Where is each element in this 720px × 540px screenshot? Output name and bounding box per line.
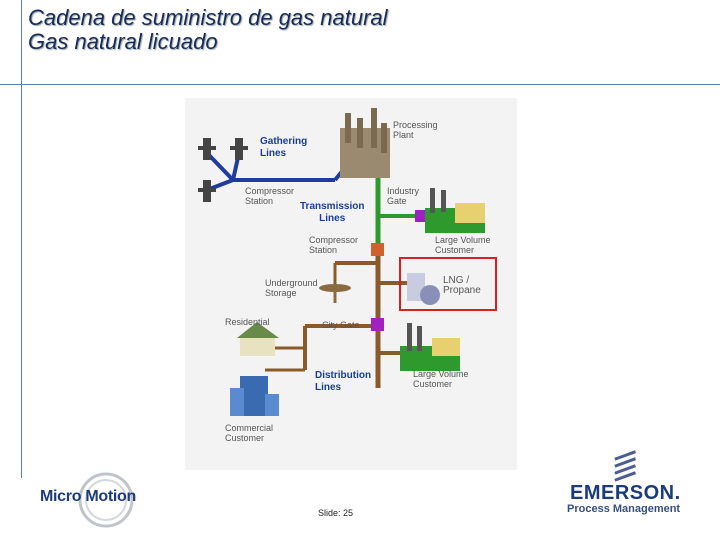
- slide-title: Cadena de suministro de gas natural Gas …: [28, 6, 388, 54]
- label-compressor-station-2: Compressor Station: [309, 235, 359, 255]
- processing-plant-icon: [340, 108, 390, 178]
- emerson-logo: EMERSON.: [570, 482, 681, 504]
- commercial-building-icon: [230, 376, 279, 416]
- compressor-node: [371, 243, 384, 256]
- label-compressor-station-1: Compressor Station: [245, 186, 295, 206]
- wellhead-icons: [198, 138, 248, 202]
- label-residential: Residential: [225, 317, 270, 327]
- emerson-logo-subtitle: Process Management: [567, 503, 681, 515]
- label-underground-storage: Underground Storage: [265, 278, 318, 298]
- micro-motion-logo: Micro Motion: [40, 488, 136, 505]
- lng-highlight-box: [399, 257, 497, 311]
- residential-house-icon: [237, 322, 279, 356]
- label-commercial-customer: Commercial Customer: [225, 423, 274, 443]
- label-lng-propane: LNG / Propane: [443, 275, 481, 296]
- large-volume-customer-2-icon: [400, 323, 460, 371]
- label-industry-gate: Industry Gate: [387, 186, 420, 206]
- title-line-1: Cadena de suministro de gas natural: [28, 5, 388, 30]
- large-volume-customer-1-icon: [425, 188, 485, 233]
- supply-chain-diagram: Processing Plant Gathering Lines Compres…: [185, 98, 517, 470]
- emerson-logo-icon: [614, 450, 637, 482]
- slide-number: Slide: 25: [318, 508, 354, 518]
- label-city-gate: City Gate: [322, 320, 360, 330]
- left-rule: [21, 0, 22, 478]
- label-large-volume-customer-1: Large Volume Customer: [435, 235, 491, 255]
- underground-storage-icon: [319, 284, 351, 303]
- label-processing-plant: Processing Plant: [393, 120, 438, 140]
- label-large-volume-customer-2: Large Volume Customer: [413, 369, 469, 389]
- label-distribution-lines: Distribution Lines: [315, 370, 372, 393]
- city-gate-node: [371, 318, 384, 331]
- label-gathering-lines: Gathering Lines: [260, 136, 308, 159]
- title-line-2: Gas natural licuado: [28, 29, 218, 54]
- diagram-graphics: [198, 108, 497, 416]
- industry-gate-node: [415, 210, 427, 222]
- lng-tank-icon: [407, 273, 440, 305]
- micro-motion-logo-emblem: [78, 472, 134, 528]
- title-rule: [0, 84, 720, 85]
- label-transmission-lines: Transmission Lines: [300, 201, 365, 224]
